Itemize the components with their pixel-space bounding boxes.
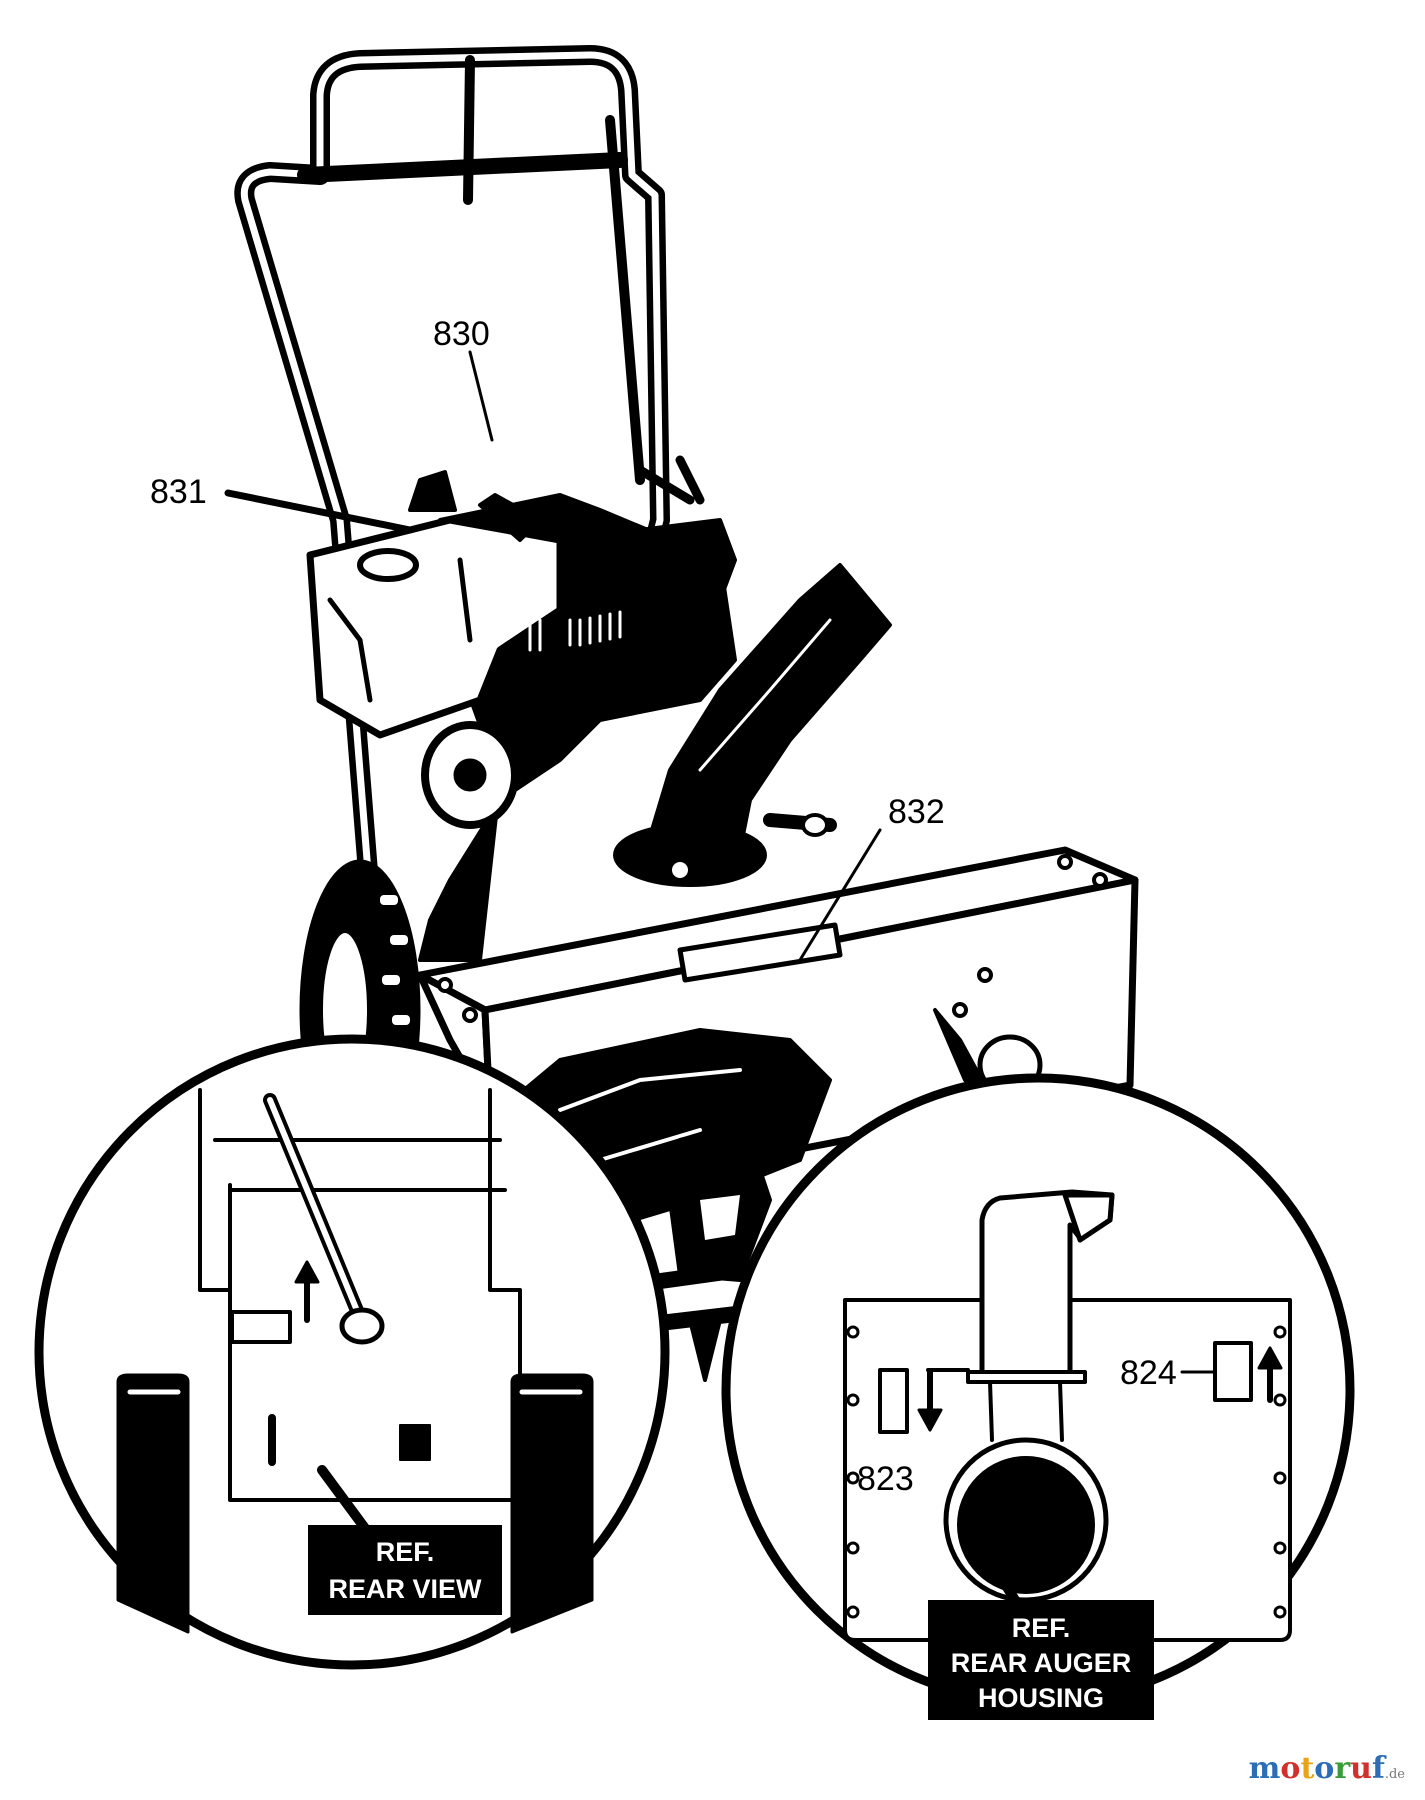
watermark-letter-5: r bbox=[1334, 1751, 1351, 1786]
callout-830: 830 bbox=[433, 315, 490, 353]
handlebar-inner bbox=[240, 51, 664, 964]
gearbox-detail bbox=[700, 1195, 740, 1240]
callout-832: 832 bbox=[888, 793, 945, 831]
control-bail bbox=[463, 55, 645, 485]
rear-auger-label-line2: REAR AUGER bbox=[951, 1648, 1132, 1678]
auger-blade bbox=[558, 1068, 742, 1162]
watermark-letter-7: f bbox=[1371, 1751, 1385, 1786]
watermark-letter-6: u bbox=[1350, 1751, 1372, 1786]
chute-base bbox=[613, 823, 767, 887]
rear-view-label-line1: REF. bbox=[376, 1537, 435, 1567]
motoruf-watermark: motoruf.de bbox=[1249, 1751, 1405, 1786]
callout-823: 823 bbox=[857, 1460, 914, 1498]
leader-lines bbox=[224, 350, 882, 962]
rear-auger-label-line3: HOUSING bbox=[978, 1683, 1104, 1713]
rear-auger-label-line1: REF. bbox=[1012, 1613, 1071, 1643]
rear-view-label-line2: REAR VIEW bbox=[328, 1574, 482, 1604]
fuel-cap bbox=[357, 548, 419, 582]
watermark-letter-4: o bbox=[1314, 1751, 1335, 1786]
fuel-tank-detail bbox=[327, 557, 473, 703]
watermark-letter-3: t bbox=[1300, 1751, 1315, 1786]
housing-bolts bbox=[437, 854, 1108, 1023]
watermark-letter-1: m bbox=[1248, 1751, 1281, 1786]
rear-auger-label-box bbox=[928, 1600, 1154, 1720]
watermark-suffix: .de bbox=[1384, 1767, 1405, 1782]
cooling-fins bbox=[528, 610, 622, 652]
callout-831: 831 bbox=[150, 473, 207, 511]
decal-832 bbox=[677, 922, 843, 983]
muffler bbox=[408, 470, 542, 542]
skid-shoe bbox=[688, 1318, 722, 1382]
inset-rear-view: REF. REAR VIEW bbox=[34, 1034, 670, 1670]
watermark-letter-2: o bbox=[1280, 1751, 1301, 1786]
rear-view-label-box bbox=[308, 1525, 502, 1615]
handle-crossbar bbox=[297, 152, 628, 183]
engine-cover-box bbox=[638, 518, 737, 602]
shift-lever bbox=[635, 455, 705, 505]
callout-824: 824 bbox=[1120, 1354, 1177, 1392]
chute-deflector-outline bbox=[698, 618, 832, 772]
inset-rear-auger-housing: 824 823 REF. REAR AUGER HOUSING bbox=[721, 1073, 1355, 1720]
